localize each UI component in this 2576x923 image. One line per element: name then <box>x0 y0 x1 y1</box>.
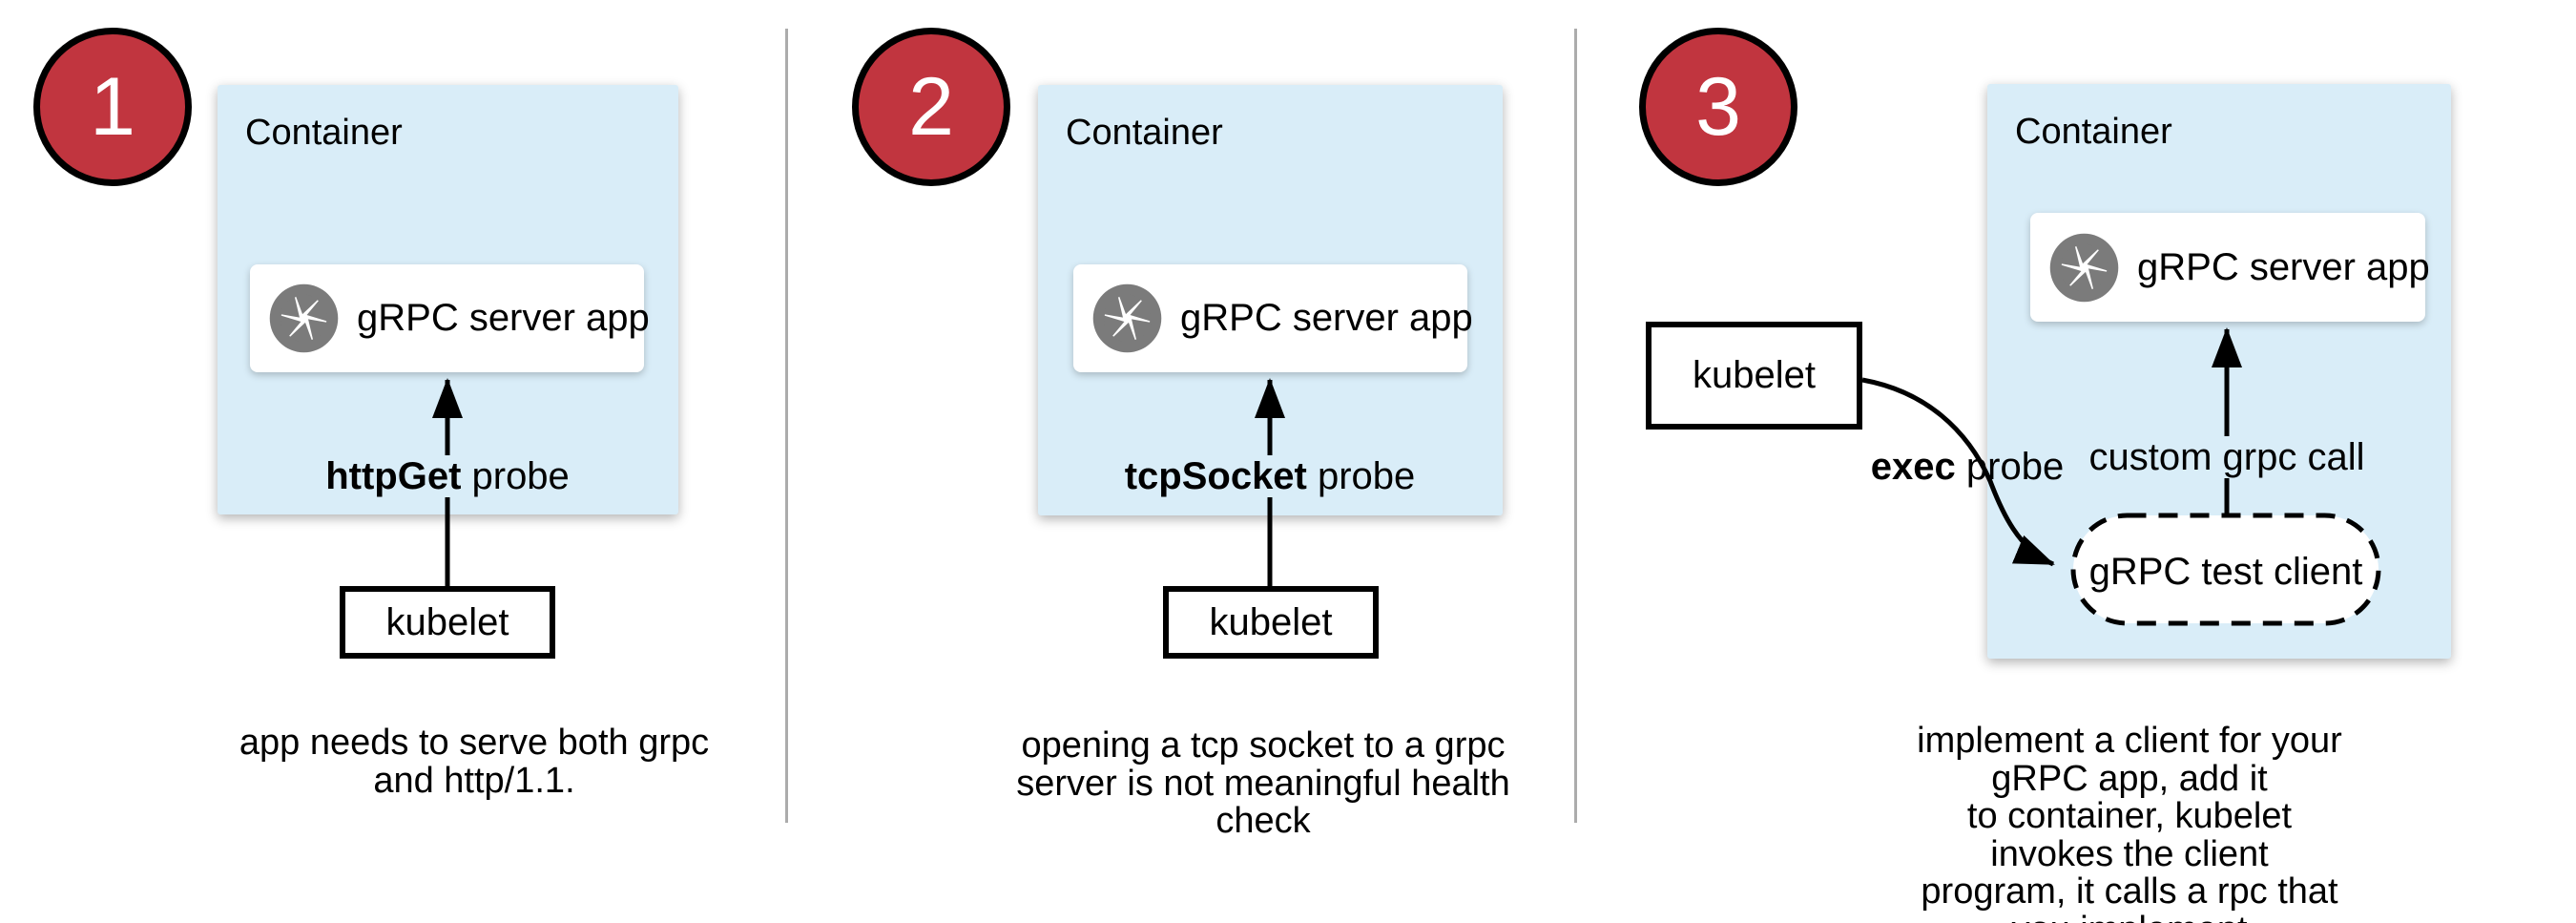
panel1-probe-word: probe <box>461 455 570 497</box>
panel2-grpc-server-app-box: gRPC server app <box>1073 264 1473 372</box>
panel1-kubelet-box: kubelet <box>340 586 555 659</box>
panel1-grpc-server-app-box: gRPC server app <box>250 264 650 372</box>
panel3-kubelet-label: kubelet <box>1693 354 1816 396</box>
panel2-kubelet-label: kubelet <box>1209 600 1333 643</box>
panel1-kubelet-label: kubelet <box>385 600 509 643</box>
panel3-grpc-server-app-label: gRPC server app <box>2137 245 2430 288</box>
panel2-container-label: Container <box>1066 113 1223 153</box>
panel3-probe-type: exec <box>1870 446 1956 488</box>
shutter-aperture-icon <box>1092 283 1162 353</box>
panel-divider-1 <box>785 29 788 823</box>
panel2-grpc-server-app-label: gRPC server app <box>1180 297 1473 339</box>
shutter-aperture-icon <box>269 283 339 353</box>
panel2-probe-word: probe <box>1306 455 1416 497</box>
panel3-probe-word: probe <box>1955 446 2065 488</box>
panel1-container-label: Container <box>245 113 403 153</box>
panel3-grpc-server-app-box: gRPC server app <box>2030 213 2430 322</box>
panel3-container-label: Container <box>2015 112 2172 152</box>
panel2-probe-label: tcpSocket probe <box>1114 455 1425 497</box>
panel2-kubelet-box: kubelet <box>1163 586 1379 659</box>
panel2-probe-type: tcpSocket <box>1124 455 1307 497</box>
step2-badge: 2 <box>852 28 1010 186</box>
panel-divider-2 <box>1574 29 1577 823</box>
panel3-caption: implement a client for your gRPC app, ad… <box>1917 721 2342 923</box>
step3-number: 3 <box>1695 61 1741 153</box>
grpc-test-client-text: gRPC test client <box>2088 551 2363 593</box>
step1-badge: 1 <box>33 28 192 186</box>
step3-badge: 3 <box>1639 28 1797 186</box>
panel2-caption: opening a tcp socket to a grpc server is… <box>1016 725 1510 841</box>
panel1-caption: app needs to serve both grpc and http/1.… <box>239 723 710 801</box>
panel3-kubelet-box: kubelet <box>1646 322 1862 430</box>
panel3-custom-call-label: custom grpc call <box>2079 436 2375 478</box>
panel1-probe-label: httpGet probe <box>316 455 579 497</box>
panel1-probe-type: httpGet <box>325 455 462 497</box>
step2-number: 2 <box>908 61 954 153</box>
custom-grpc-call-text: custom grpc call <box>2088 436 2365 478</box>
panel3-exec-probe-curved-arrow <box>1861 377 2055 567</box>
shutter-aperture-icon <box>2049 233 2119 302</box>
panel3-exec-probe-label: exec probe <box>1871 446 2064 488</box>
step1-number: 1 <box>90 61 135 153</box>
grpc-test-client-label: gRPC test client <box>2089 551 2363 593</box>
panel1-grpc-server-app-label: gRPC server app <box>357 297 650 339</box>
